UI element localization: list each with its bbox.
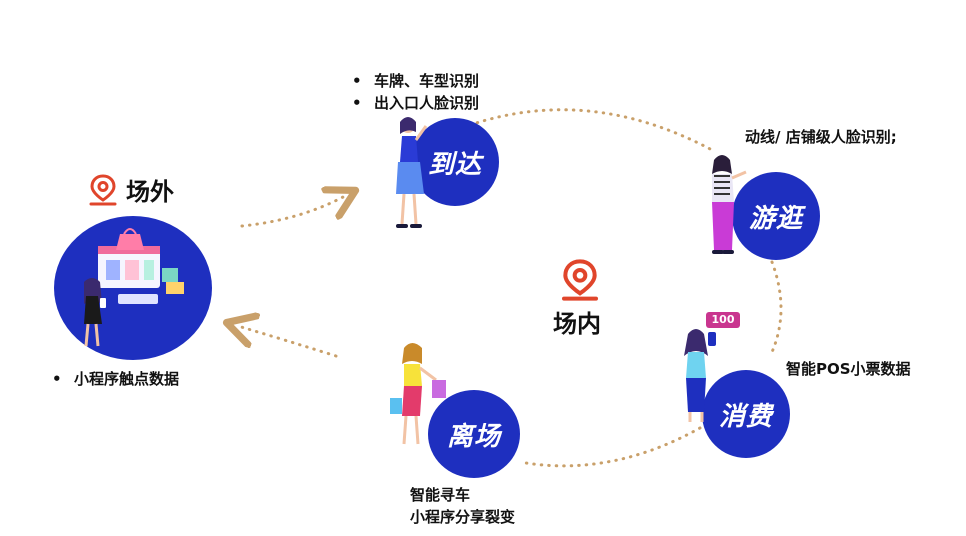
leave-woman-illustration [390,343,446,445]
arrive-circle: 到达 [411,118,499,206]
browse-note: 动线/ 店铺级人脸识别; [745,128,897,146]
loop-browse-consume [770,260,783,354]
outside-notes: 小程序触点数据 [52,368,179,390]
consume-note: 智能POS小票数据 [786,360,911,378]
browse-woman-illustration [712,155,747,254]
consume-label: 消费 [718,401,773,432]
arrow-to-outside [238,326,338,358]
online-shopping-illustration [84,228,184,347]
consume-badge-count: 100 [711,313,735,326]
phone-icon [708,332,716,346]
loop-consume-leave [518,426,702,468]
leave-note-2: 小程序分享裂变 [410,508,516,526]
location-pin-icon [89,173,117,205]
outside-circle [54,216,212,360]
arrive-note-2: 出入口人脸识别 [352,92,479,114]
consume-circle: 消费 [702,370,790,458]
consume-badge: 100 [706,312,740,328]
leave-note-1: 智能寻车 [410,486,471,504]
outside-title: 场外 [126,178,174,206]
leave-circle: 离场 [428,390,520,478]
outside-note-1: 小程序触点数据 [52,368,179,390]
consume-woman-illustration [684,329,716,422]
browse-label: 游逛 [748,203,803,234]
inside-title: 场内 [553,310,601,338]
shopping-bag-icon [432,380,446,398]
arrive-notes: 车牌、车型识别 出入口人脸识别 [352,70,479,114]
arrow-to-arrive [240,196,345,228]
phone-icon [100,298,106,308]
arrive-note-1: 车牌、车型识别 [352,70,479,92]
outside-heading: 场外 [88,172,174,207]
location-pin-icon [562,259,598,301]
shopping-bag-icon [390,398,402,414]
leave-notes: 智能寻车 小程序分享裂变 [410,484,515,528]
loop-arrive-browse [468,108,714,152]
inside-heading [555,258,605,306]
arrive-woman-illustration [396,117,428,228]
browse-circle: 游逛 [732,172,820,260]
arrive-label: 到达 [427,149,482,180]
leave-label: 离场 [446,421,501,452]
